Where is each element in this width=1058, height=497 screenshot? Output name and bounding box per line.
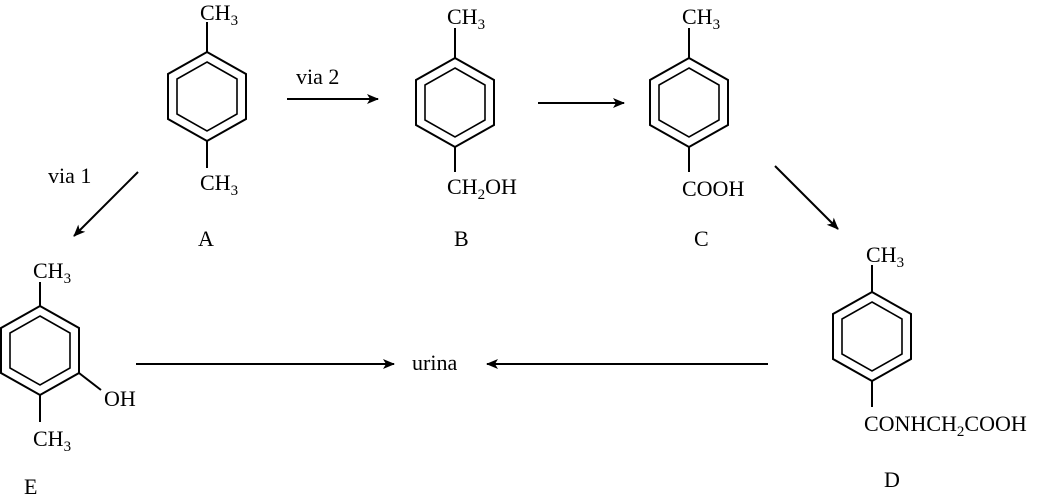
compound-d: CH3 CONHCH2COOH D	[832, 242, 1027, 492]
arrow-c-to-d	[774, 165, 839, 230]
compound-c-label: C	[694, 226, 709, 251]
compound-d-top-methyl: CH3	[866, 242, 904, 271]
compound-b-top-methyl: CH3	[447, 4, 485, 33]
compound-d-label: D	[884, 467, 900, 492]
route-2-label: via 2	[296, 64, 339, 89]
compound-e-top-methyl: CH3	[33, 258, 71, 287]
arrow-a-to-e	[73, 171, 139, 237]
compound-b-label: B	[454, 226, 469, 251]
compound-e: CH3 OH CH3 E	[0, 258, 136, 497]
compound-e-bottom-methyl: CH3	[33, 426, 71, 455]
compound-a: CH3 CH3 A	[167, 0, 247, 251]
compound-d-bottom-group: CONHCH2COOH	[864, 411, 1027, 440]
compound-a-label: A	[198, 226, 214, 251]
route-1-label: via 1	[48, 163, 91, 188]
compound-e-hydroxyl: OH	[104, 386, 136, 411]
compound-c: CH3 COOH C	[649, 4, 744, 251]
compound-e-label: E	[24, 474, 37, 497]
compound-c-top-methyl: CH3	[682, 4, 720, 33]
urine-label: urina	[412, 350, 457, 375]
compound-b-bottom-group: CH2OH	[447, 174, 517, 203]
compound-c-bottom-group: COOH	[682, 176, 744, 201]
compound-a-top-methyl: CH3	[200, 0, 238, 29]
compound-b: CH3 CH2OH B	[415, 4, 517, 251]
compound-a-bottom-methyl: CH3	[200, 170, 238, 199]
